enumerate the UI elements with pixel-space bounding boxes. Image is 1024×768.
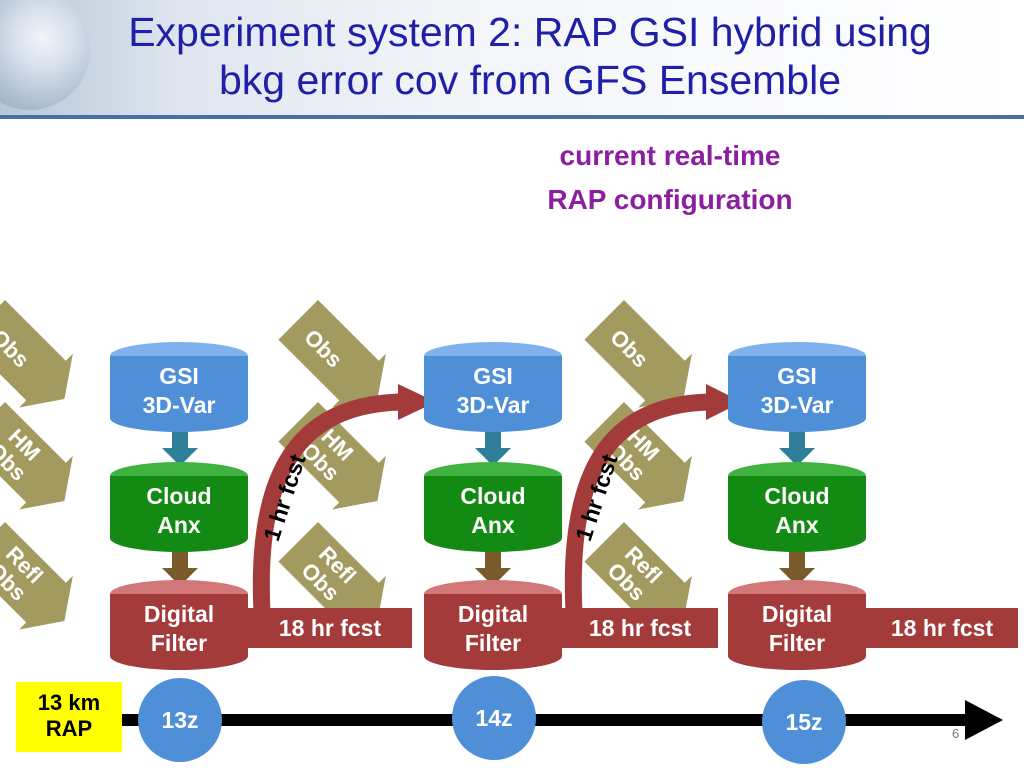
anx-label: Anx xyxy=(775,512,819,538)
one-hr-fcst-arrowhead-1 xyxy=(398,384,436,420)
flow-arrow-gsi-cloud xyxy=(162,428,815,466)
gsi-label: GSI xyxy=(777,363,817,389)
title-rule xyxy=(0,115,1024,119)
anx-label: Anx xyxy=(471,512,515,538)
filter-label: Filter xyxy=(768,630,826,656)
fcst-18hr-box: 18 hr fcst xyxy=(248,608,412,648)
fcst-18hr-box: 18 hr fcst xyxy=(562,608,718,648)
digital-label: Digital xyxy=(457,601,529,627)
title-banner xyxy=(0,0,1024,118)
gsi-3dvar-cylinder: GSI 3D-Var xyxy=(110,342,248,432)
timeline-arrowhead xyxy=(965,700,1003,740)
slide-title-line2: bkg error cov from GFS Ensemble xyxy=(218,57,842,103)
one-hr-fcst-arrowhead-2 xyxy=(706,384,742,420)
cloud-label: Cloud xyxy=(764,483,830,509)
one-hr-fcst-arrow-1 xyxy=(252,393,401,613)
rap-name: RAP xyxy=(45,716,93,741)
slide-title-line1: Experiment system 2: RAP GSI hybrid usin… xyxy=(128,9,932,55)
digital-label: Digital xyxy=(143,601,215,627)
obs-arrow: Obs xyxy=(0,300,73,408)
gsi-label: GSI xyxy=(159,363,199,389)
refl-obs-arrow: Refl Obs xyxy=(0,522,73,630)
digital-label: Digital xyxy=(761,601,833,627)
refl-obs-arrow: Refl Obs xyxy=(584,522,692,630)
obs-arrow: Obs xyxy=(278,300,386,408)
filter-label: Filter xyxy=(150,630,208,656)
3dvar-label: 3D-Var xyxy=(142,392,216,418)
page-number: 6 xyxy=(952,726,960,741)
3dvar-label: 3D-Var xyxy=(456,392,530,418)
hour-15z: 15z xyxy=(762,680,846,764)
flow-arrow-cloud-filter xyxy=(162,548,815,586)
fcst-18hr-box: 18 hr fcst xyxy=(866,608,1018,648)
cloud-label: Cloud xyxy=(460,483,526,509)
cloud-label: Cloud xyxy=(146,483,212,509)
3dvar-label: 3D-Var xyxy=(760,392,834,418)
gsi-label: GSI xyxy=(473,363,513,389)
hour-14z: 14z xyxy=(452,676,536,760)
filter-label: Filter xyxy=(464,630,522,656)
subtitle-line2: RAP configuration xyxy=(547,184,793,215)
rap-label-box: 13 km RAP xyxy=(16,682,122,752)
hour-13z: 13z xyxy=(138,678,222,762)
subtitle-line1: current real-time xyxy=(559,140,781,171)
gsi-3dvar-cylinder: GSI 3D-Var xyxy=(728,342,866,432)
gsi-3dvar-cylinder: GSI 3D-Var xyxy=(424,342,562,432)
slide-title: Experiment system 2: RAP GSI hybrid usin… xyxy=(40,8,1020,104)
timeline-bar xyxy=(110,714,970,726)
hm-obs-arrow: HM Obs xyxy=(0,402,73,510)
one-hr-fcst-arrow-2 xyxy=(564,393,709,613)
anx-label: Anx xyxy=(157,512,201,538)
rap-resolution: 13 km xyxy=(37,690,101,715)
obs-arrow: Obs xyxy=(584,300,692,408)
